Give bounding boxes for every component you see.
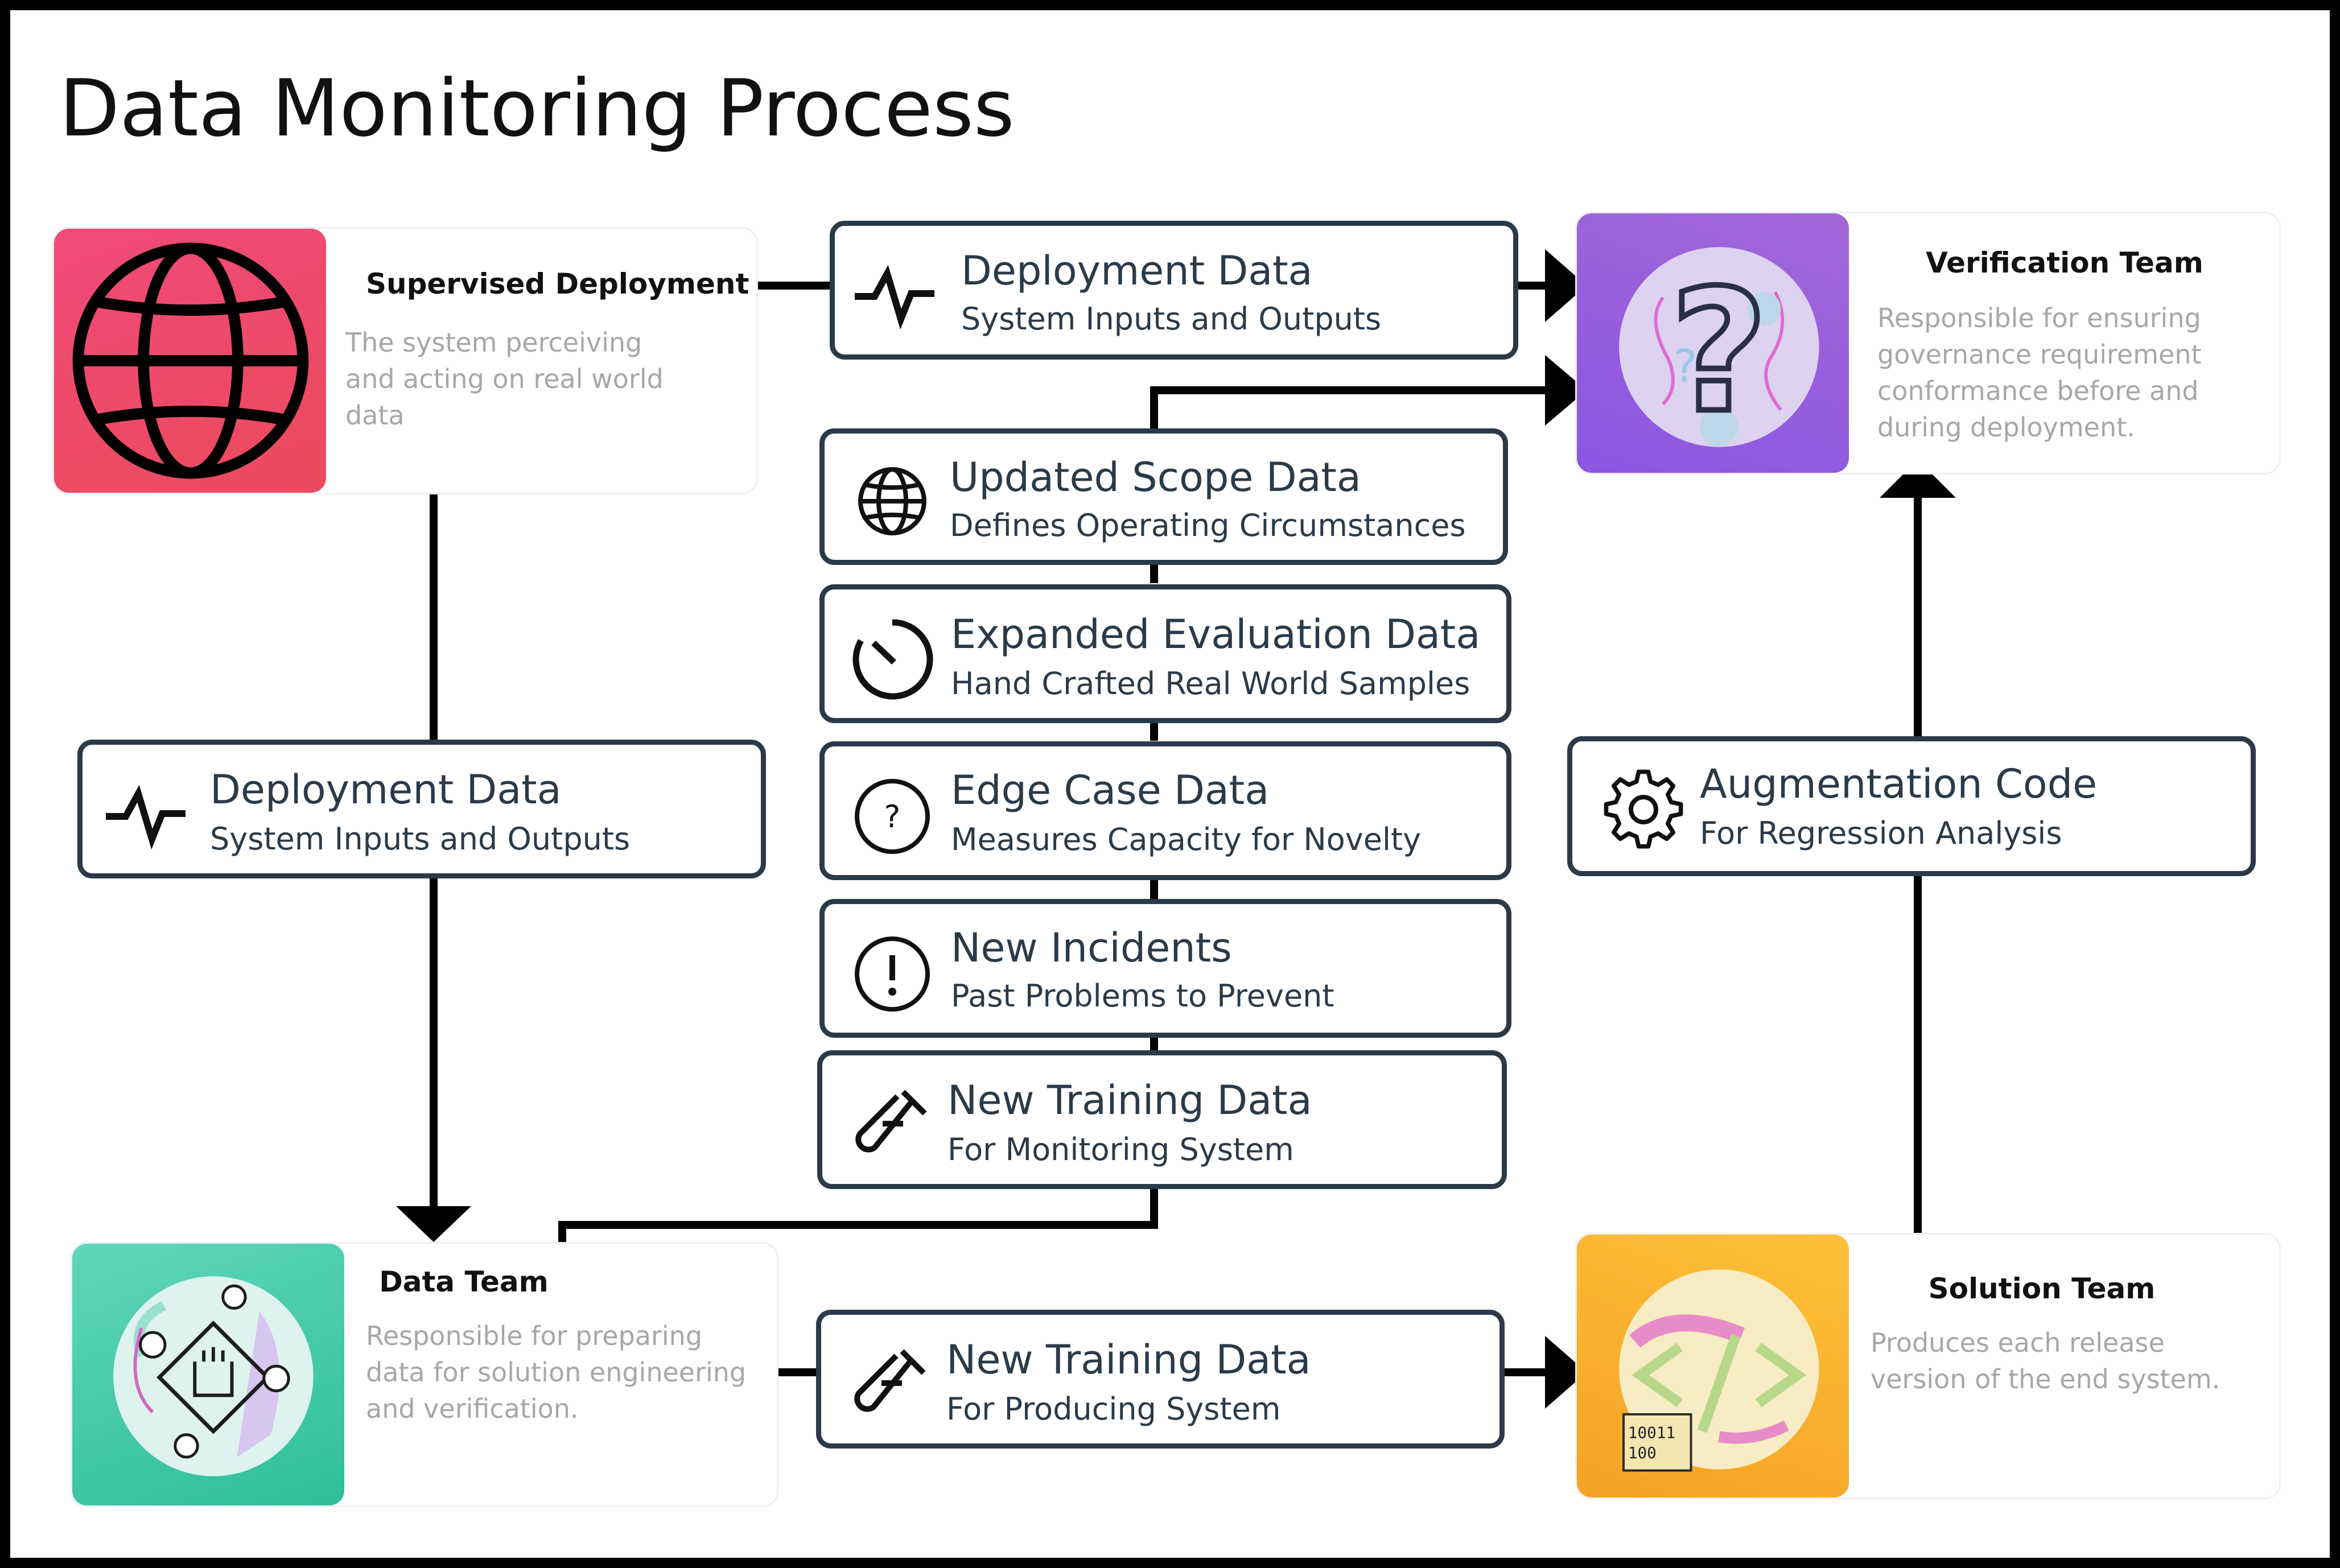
solution-team-card: 10011 100 Solution Team Produces each re… — [1575, 1233, 2281, 1499]
data-subtitle: Past Problems to Prevent — [951, 978, 1334, 1014]
binary-text-1: 10011 — [1628, 1423, 1675, 1442]
data-title: Deployment Data — [961, 247, 1313, 294]
connector-data-team-to-stack — [558, 1186, 1158, 1242]
pulse-icon — [103, 771, 188, 856]
new-incidents-box: New Incidents Past Problems to Prevent — [819, 899, 1511, 1038]
supervised-deployment-tile — [54, 229, 326, 493]
solution-team-tile: 10011 100 — [1577, 1235, 1849, 1497]
data-subtitle: Hand Crafted Real World Samples — [951, 666, 1470, 702]
supervised-deployment-card: Supervised Deployment The system perceiv… — [52, 227, 758, 494]
verification-team-tile: ? ? — [1577, 213, 1849, 473]
arrowhead-to-data-team — [396, 1206, 471, 1242]
code-person-illustration: 10011 100 — [1619, 1269, 1819, 1472]
data-subtitle: Defines Operating Circumstances — [950, 507, 1466, 543]
data-title: New Training Data — [946, 1336, 1311, 1383]
globe-icon — [850, 459, 935, 544]
arrowhead-to-verification-mid — [1545, 355, 1587, 426]
page-title: Data Monitoring Process — [59, 63, 1015, 154]
team-description: Responsible for ensuring governance requ… — [1877, 303, 2202, 443]
data-title: Expanded Evaluation Data — [951, 611, 1481, 658]
team-name: Verification Team — [1926, 246, 2203, 279]
data-subtitle: Measures Capacity for Novelty — [951, 822, 1422, 857]
data-title: New Incidents — [951, 925, 1232, 971]
arrowhead-to-verification-bottom — [1880, 460, 1956, 498]
data-title: Edge Case Data — [951, 767, 1270, 814]
new-training-data-producing-box: New Training Data For Producing System — [816, 1310, 1505, 1449]
data-team-card: Data Team Responsible for preparing data… — [71, 1242, 778, 1507]
data-team-tile — [72, 1244, 344, 1505]
arrowhead-to-verification-top — [1545, 249, 1587, 322]
svg-text:?: ? — [884, 799, 901, 835]
deployment-data-top-box: Deployment Data System Inputs and Output… — [830, 221, 1518, 360]
timer-icon — [850, 617, 935, 702]
new-training-data-monitoring-box: New Training Data For Monitoring System — [817, 1050, 1507, 1189]
team-name: Supervised Deployment — [366, 267, 749, 300]
augmentation-code-box: Augmentation Code For Regression Analysi… — [1567, 736, 2256, 876]
data-subtitle: For Regression Analysis — [1700, 815, 2062, 851]
data-title: New Training Data — [947, 1077, 1312, 1124]
edge-case-data-box: ? Edge Case Data Measures Capacity for N… — [819, 741, 1511, 880]
test-tube-icon — [847, 1343, 933, 1429]
deployment-data-left-box: Deployment Data System Inputs and Output… — [77, 740, 766, 878]
globe-icon — [72, 242, 309, 479]
data-title: Deployment Data — [210, 766, 562, 813]
team-name: Solution Team — [1928, 1272, 2156, 1305]
binary-text-2: 100 — [1628, 1443, 1657, 1462]
team-name: Data Team — [379, 1265, 549, 1298]
team-description: Responsible for preparing data for solut… — [366, 1321, 747, 1424]
svg-text:?: ? — [1670, 253, 1768, 449]
expanded-evaluation-data-box: Expanded Evaluation Data Hand Crafted Re… — [819, 584, 1511, 723]
team-description: The system perceiving and acting on real… — [345, 327, 664, 431]
connector-stack-to-verification — [1150, 386, 1545, 431]
question-person-illustration: ? ? — [1619, 247, 1819, 452]
data-network-illustration — [113, 1276, 314, 1476]
verification-team-card: ? ? Verification Team Responsible for en… — [1575, 212, 2281, 474]
updated-scope-data-box: Updated Scope Data Defines Operating Cir… — [819, 428, 1508, 565]
data-subtitle: For Producing System — [946, 1391, 1281, 1427]
data-title: Updated Scope Data — [950, 454, 1361, 501]
exclamation-circle-icon — [850, 931, 935, 1017]
data-subtitle: For Monitoring System — [947, 1132, 1294, 1167]
test-tube-icon — [848, 1084, 934, 1169]
pulse-icon — [852, 251, 937, 336]
svg-text:?: ? — [1674, 340, 1698, 393]
team-description: Produces each release version of the end… — [1871, 1327, 2220, 1394]
data-subtitle: System Inputs and Outputs — [210, 821, 631, 857]
data-subtitle: System Inputs and Outputs — [961, 301, 1382, 337]
question-circle-icon: ? — [850, 774, 935, 859]
gear-icon — [1601, 768, 1686, 853]
data-title: Augmentation Code — [1700, 761, 2098, 807]
arrowhead-to-solution — [1545, 1336, 1587, 1409]
